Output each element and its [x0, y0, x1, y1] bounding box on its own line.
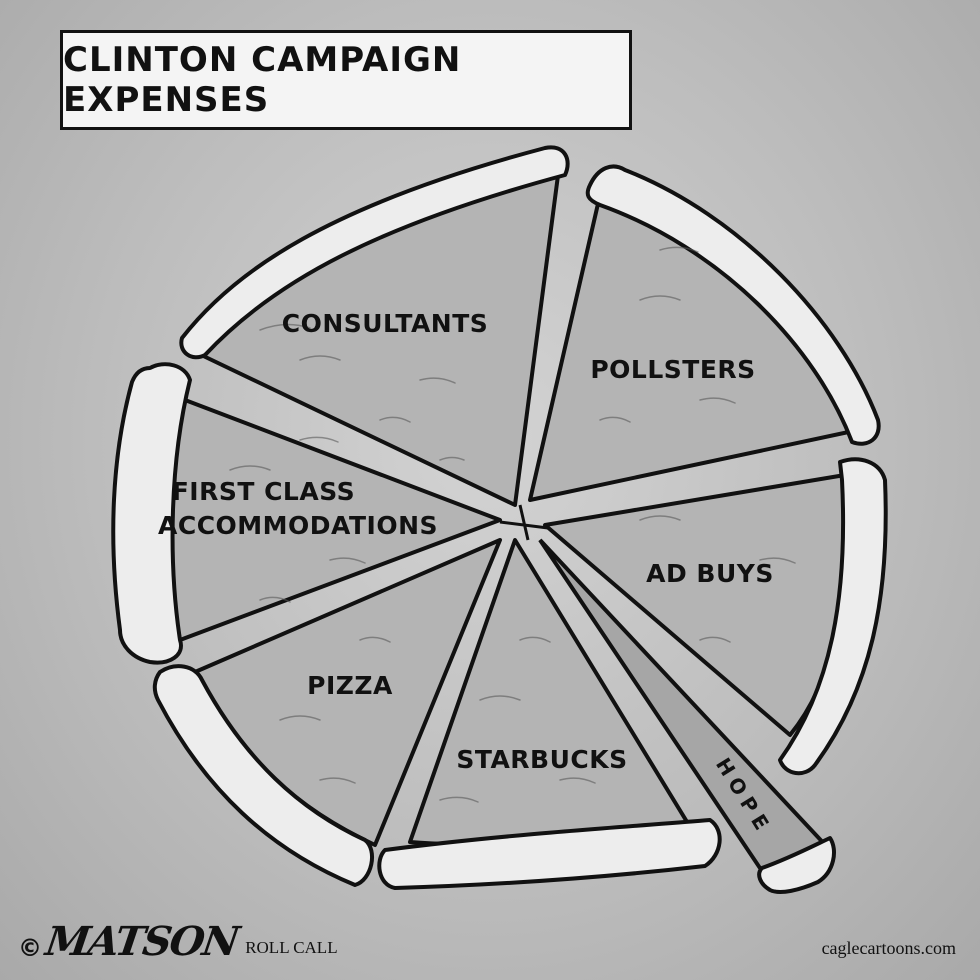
slice-pizza: PIZZA: [152, 538, 502, 887]
cartoon-title: Clinton Campaign Expenses: [63, 40, 462, 120]
slice-ad-buys: AD BUYS: [543, 457, 888, 776]
slice-pollsters: POLLSTERS: [528, 164, 881, 502]
pie-center-cuts: [499, 504, 549, 541]
slice-label-consultants: CONSULTANTS: [282, 309, 489, 338]
site-credit: caglecartoons.com: [821, 938, 956, 958]
artist-name: MATSON: [42, 918, 241, 965]
slice-starbucks: STARBUCKS: [377, 538, 722, 890]
slice-label-pollsters: POLLSTERS: [590, 355, 755, 384]
slice-hope: HOPE: [538, 538, 836, 894]
slice-label-ad-buys: AD BUYS: [646, 559, 774, 588]
slice-label-first-class: FIRST CLASS ACCOMMODATIONS: [158, 477, 438, 540]
publication-name: ROLL CALL: [245, 938, 338, 957]
slice-first-class: FIRST CLASS ACCOMMODATIONS: [111, 362, 502, 665]
slice-label-starbucks: STARBUCKS: [456, 745, 627, 774]
slice-consultants: CONSULTANTS: [179, 145, 570, 507]
slice-label-pizza: PIZZA: [307, 671, 393, 700]
artist-signature: © MATSON ROLL CALL: [18, 912, 338, 965]
copyright-mark: ©: [18, 934, 42, 962]
title-box: Clinton Campaign Expenses: [60, 30, 632, 130]
